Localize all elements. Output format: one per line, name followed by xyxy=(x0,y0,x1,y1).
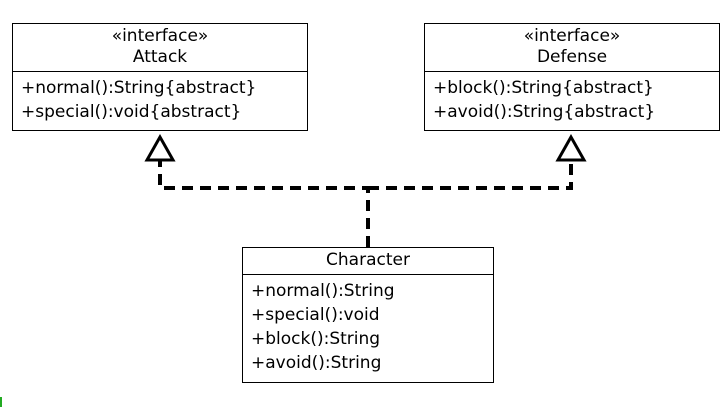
method-item: +normal():String xyxy=(251,281,395,301)
realization-line-defense xyxy=(368,160,573,190)
method-item: +avoid():String{abstract} xyxy=(433,102,656,122)
edge-marker xyxy=(0,397,2,407)
realization-arrowhead-attack xyxy=(144,133,176,162)
class-defense-header: «interface» Defense xyxy=(425,24,719,72)
class-attack-stereotype: «interface» xyxy=(111,26,209,46)
class-attack-header: «interface» Attack xyxy=(13,24,307,72)
method-item: +normal():String{abstract} xyxy=(21,78,257,98)
class-defense-methods: +block():String{abstract} +avoid():Strin… xyxy=(425,72,719,128)
class-character: Character +normal():String +special():vo… xyxy=(242,247,494,383)
class-defense-name: Defense xyxy=(536,47,608,67)
method-item: +avoid():String xyxy=(251,353,382,373)
class-character-methods: +normal():String +special():void +block(… xyxy=(243,275,493,379)
method-item: +special():void{abstract} xyxy=(21,102,242,122)
class-character-name: Character xyxy=(326,250,410,270)
realization-arrowhead-defense xyxy=(555,133,587,162)
method-item: +block():String xyxy=(251,329,381,349)
class-character-header: Character xyxy=(243,248,493,275)
class-defense-stereotype: «interface» xyxy=(523,26,621,46)
realization-line-attack xyxy=(158,160,370,247)
class-defense: «interface» Defense +block():String{abst… xyxy=(424,23,720,131)
class-attack-methods: +normal():String{abstract} +special():vo… xyxy=(13,72,307,128)
method-item: +special():void xyxy=(251,305,380,325)
class-attack-name: Attack xyxy=(132,47,188,67)
class-attack: «interface» Attack +normal():String{abst… xyxy=(12,23,308,131)
method-item: +block():String{abstract} xyxy=(433,78,654,98)
